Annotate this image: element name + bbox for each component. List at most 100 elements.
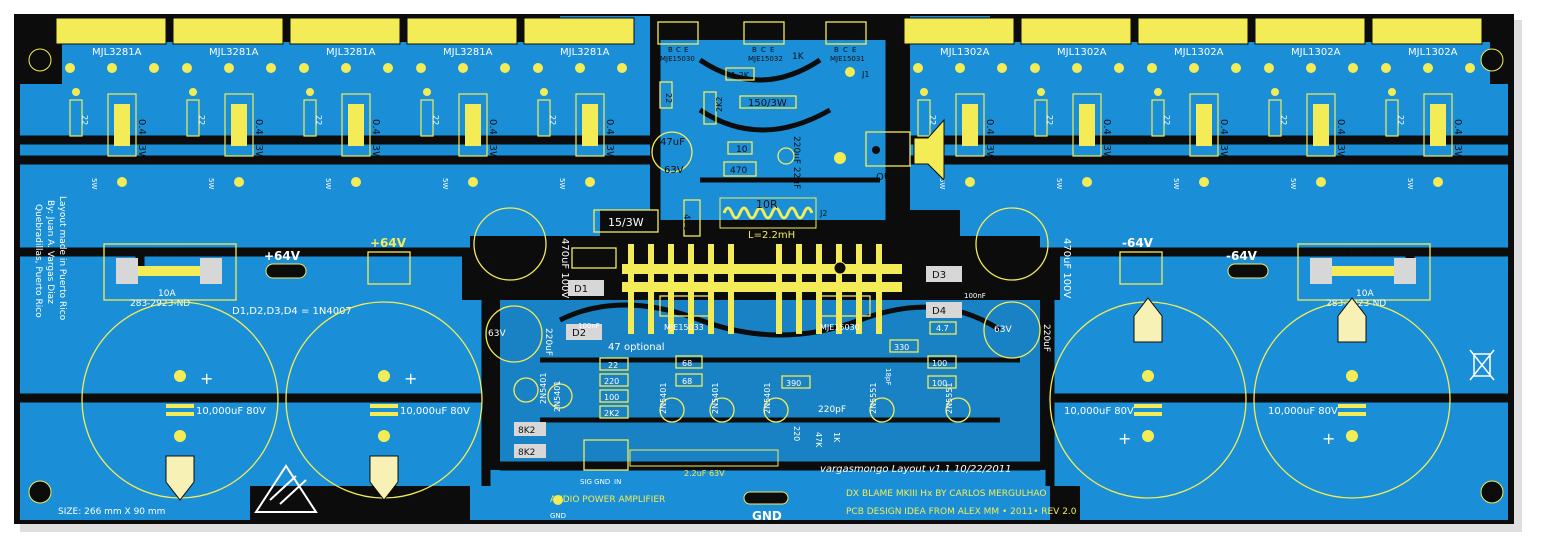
cap-220pf-label: 220pF — [818, 405, 846, 415]
resistor-47-label: 47 — [608, 342, 621, 353]
pin-label-b: B — [752, 46, 757, 54]
pin-label-c: C — [843, 46, 848, 54]
size-label: SIZE: 266 mm X 90 mm — [58, 507, 165, 517]
jumper-j2-label: J2 — [819, 209, 827, 218]
emitter-resistor-label: 0.47/3W — [1218, 119, 1229, 161]
base-resistor-label: 22 — [1279, 115, 1288, 125]
reservoir-value-label: 10,000uF 80V — [1064, 406, 1134, 417]
q-2n5401-c-label: 2N5401 — [659, 383, 668, 414]
optional-label: optional — [624, 342, 665, 353]
base-resistor-label: 22 — [1045, 115, 1054, 125]
resistor-15-label: 15/3W — [608, 216, 644, 229]
reservoir-capacitor: 10,000uF 80V + — [1049, 297, 1247, 499]
reservoir-capacitor: 10,000uF 80V+ — [81, 301, 279, 501]
heatsink-bracket — [622, 244, 902, 334]
isolation-traces — [20, 40, 1508, 486]
emitter-resistor-label: 0.47/3W — [136, 119, 147, 161]
cap-220uf-right: 63V 220uF — [983, 301, 1051, 359]
cap-470-left-label: 470uF 100V — [559, 238, 570, 298]
resistor-150-label: 150/3W — [748, 98, 787, 109]
resistor-470-label: 470 — [730, 166, 747, 176]
base-resistor-label: 22 — [928, 115, 937, 125]
cap-220-left-voltage: 63V — [488, 329, 506, 339]
resistor-2k2-b-label: 2K2 — [604, 409, 619, 418]
cap-47nf: 47nF/250V — [571, 237, 617, 269]
pin-label-b: B — [834, 46, 839, 54]
driver-mid-left-label: MJE15033 — [664, 323, 704, 332]
cap-100nf-left-label: 100nF — [578, 322, 600, 330]
speaker-icon — [913, 118, 945, 182]
transistor-label: MJL3281A — [92, 47, 142, 58]
driver-top-mid: B C E MJE15032 — [743, 21, 785, 63]
resistor-8k2-a-label: 8K2 — [518, 426, 535, 436]
made-line-2: By: Juan A. Vargas Diaz — [45, 200, 55, 304]
cap-220-left-label: 220uF — [543, 328, 553, 356]
q-2n5551-a-label: 2N5551 — [869, 383, 878, 414]
resistor-68-b-label: 68 — [682, 377, 692, 386]
output-label: OUT — [876, 172, 898, 183]
q-2n5401-a-label: 2N5401 — [539, 373, 548, 404]
cap-47uf-voltage: 63V — [664, 165, 684, 176]
resistor-10-label: 10 — [736, 145, 748, 155]
fuse-right-label: FUSE — [1350, 247, 1373, 257]
base-resistor-label: 22 — [197, 115, 206, 125]
transistor-label: MJL1302A — [1291, 47, 1341, 58]
diode-d4: D4 — [926, 302, 962, 318]
reservoir-value-label: 10,000uF 80V — [1268, 406, 1338, 417]
driver-label: MJE15030 — [660, 55, 695, 63]
diode-d3: D3 — [926, 266, 962, 282]
transistor-label: MJL1302A — [1174, 47, 1224, 58]
resistor-15-3w: 15/3W — [593, 209, 659, 233]
minus64-left-label: -64V — [1122, 236, 1154, 250]
logo-triangle-icon — [254, 464, 318, 513]
sig-gnd-label: SIG GND — [580, 478, 610, 486]
plus-sign: + — [1322, 429, 1335, 448]
resistor-rating-label: 5W — [558, 178, 566, 189]
transistor-label: MJL3281A — [443, 47, 493, 58]
emitter-resistor-label: 0.47/3W — [1101, 119, 1112, 161]
q-2n5401-d-label: 2N5401 — [711, 383, 720, 414]
resistor-100-c-label: 100 — [932, 379, 947, 388]
resistor-220-label: 220 — [604, 377, 619, 386]
driver-mid-right-label: MJE15030 — [820, 323, 860, 332]
gnd-label: GND — [752, 509, 782, 523]
resistor-1k-label: 1K — [792, 52, 805, 62]
cap-47nf-label: 47nF/250V — [572, 237, 616, 246]
transistor-label: MJL1302A — [1057, 47, 1107, 58]
q-2n5401-e-label: 2N5401 — [763, 383, 772, 414]
emitter-resistor-label: 0.47/3W — [604, 119, 615, 161]
resistor-1-2k-label: 1.2K — [731, 71, 750, 80]
resistor-rating-label: 5W — [441, 178, 449, 189]
resistor-4-7-label: 4.7 — [936, 324, 949, 333]
cap-470uf-right: 470uF 100V — [975, 207, 1072, 298]
driver-label: MJE15031 — [830, 55, 865, 63]
made-line-1: Layout made in Puerto Rico — [57, 196, 67, 321]
transistor-label: MJL1302A — [940, 47, 990, 58]
resistor-22-b-label: 22 — [608, 361, 618, 370]
plus-sign: + — [1118, 429, 1131, 448]
diode-d2: D2 — [566, 324, 602, 340]
in-label: IN — [614, 478, 621, 486]
resistor-1k-c-label: 1K — [832, 432, 841, 443]
resistor-8k2-pair: 8K2 8K2 — [514, 422, 546, 458]
resistor-390-label: 390 — [786, 379, 801, 388]
resistor-rating-label: 5W — [1289, 178, 1297, 189]
resistor-rating-label: 5W — [1406, 178, 1414, 189]
reservoir-caps: 10,000uF 80V+10,000uF 80V+10,000uF 80V+1… — [81, 297, 1451, 501]
resistor-2k2-label: 2K2 — [715, 97, 724, 112]
gnd-small-label: GND — [550, 512, 566, 520]
reservoir-value-label: 10,000uF 80V — [400, 406, 470, 417]
driver-mid-right: MJE15030 — [817, 295, 871, 332]
plus64-right-label: +64V — [370, 236, 407, 250]
diodes-note: D1,D2,D3,D4 = 1N4007 — [232, 306, 352, 317]
resistor-rating-label: 5W — [207, 178, 215, 189]
output-coil: 10R L=2.2mH J2 — [719, 197, 827, 241]
pin-label-b: B — [668, 46, 673, 54]
coil-value-label: L=2.2mH — [748, 230, 795, 241]
